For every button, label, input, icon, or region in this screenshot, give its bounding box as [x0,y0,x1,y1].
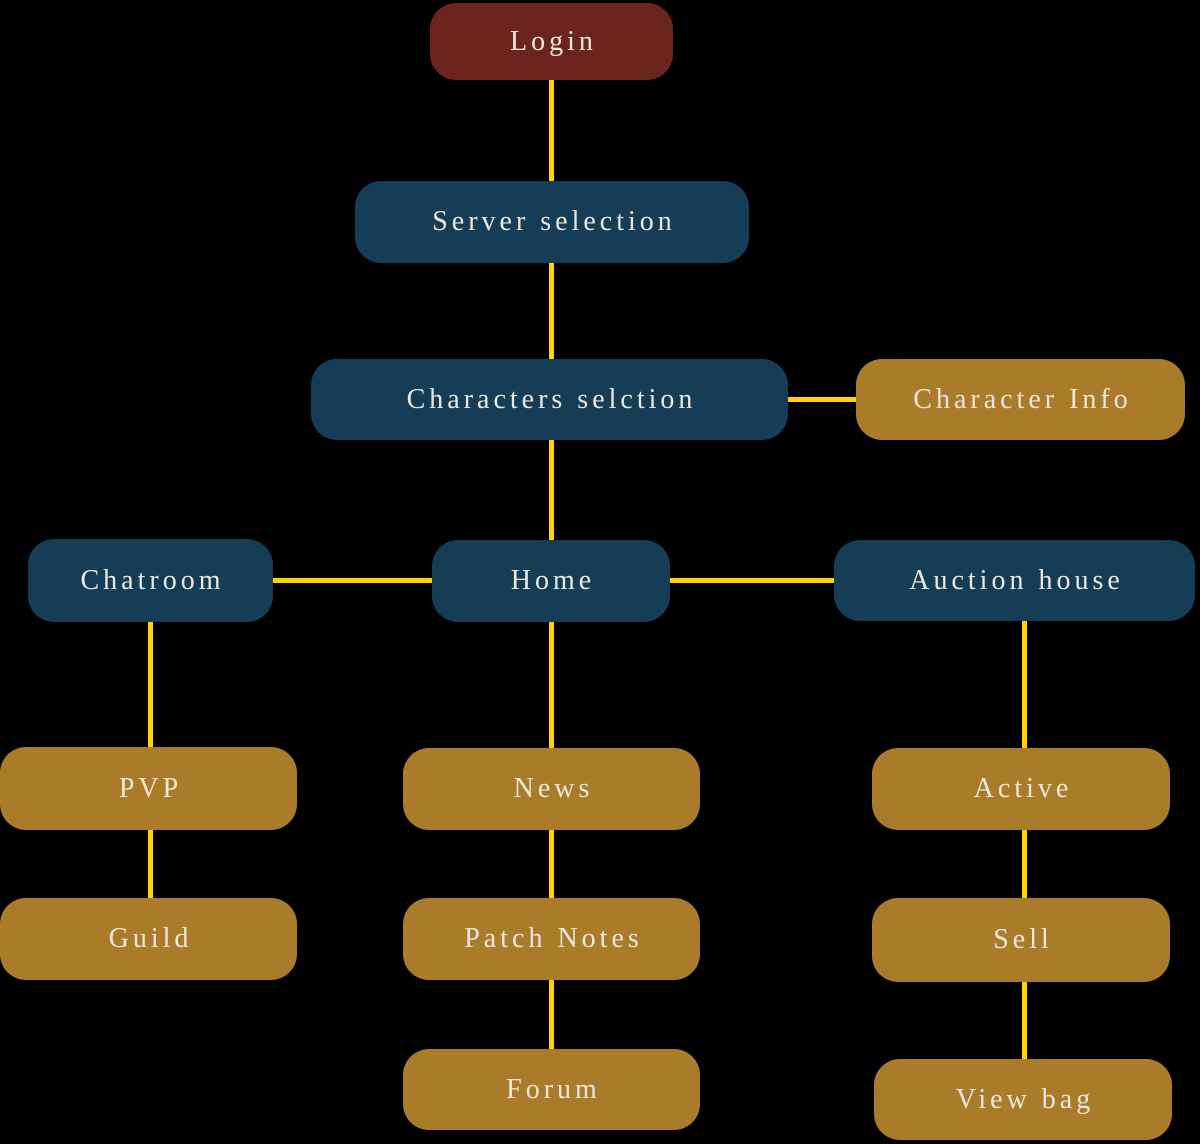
node-pvp: PVP [0,747,297,830]
node-characters-selection: Characters selction [311,359,788,440]
node-sell-label: Sell [993,924,1053,955]
node-active: Active [872,748,1170,830]
node-auction-house: Auction house [834,540,1195,621]
node-view-bag: View bag [874,1059,1172,1140]
node-forum: Forum [403,1049,700,1130]
connector-patch-notes-forum [549,980,554,1049]
node-chatroom: Chatroom [28,539,273,622]
node-active-label: Active [973,773,1073,804]
node-login-label: Login [510,25,597,57]
node-home: Home [432,540,670,622]
connector-pvp-guild [148,830,153,898]
connector-sell-view-bag [1022,982,1027,1059]
connector-news-patch-notes [549,830,554,898]
node-server-selection: Server selection [355,181,749,263]
connector-home-news [549,622,554,748]
connector-server-characters [549,263,554,359]
connector-auction-active [1022,621,1027,748]
node-home-label: Home [510,565,596,596]
node-view-bag-label: View bag [955,1083,1095,1115]
node-auction-house-label: Auction house [909,564,1124,596]
connector-chatroom-pvp [148,622,153,747]
node-pvp-label: PVP [118,772,183,804]
node-character-info: Character Info [856,359,1185,440]
node-news: News [403,748,700,830]
node-character-info-label: Character Info [913,383,1132,415]
node-login: Login [430,3,673,80]
connector-chatroom-home [273,578,432,583]
connector-characters-home [549,440,554,540]
node-guild: Guild [0,898,297,980]
node-sell: Sell [872,898,1170,982]
connector-login-server-selection [549,80,554,181]
node-patch-notes: Patch Notes [403,898,700,980]
node-news-label: News [513,773,594,804]
node-chatroom-label: Chatroom [80,564,225,596]
node-characters-selection-label: Characters selction [406,383,697,415]
connector-active-sell [1022,830,1027,898]
node-patch-notes-label: Patch Notes [464,923,643,954]
node-server-selection-label: Server selection [432,206,676,237]
node-guild-label: Guild [108,923,193,954]
node-forum-label: Forum [506,1073,601,1105]
connector-characters-character-info [787,397,856,402]
connector-home-auction [670,578,834,583]
